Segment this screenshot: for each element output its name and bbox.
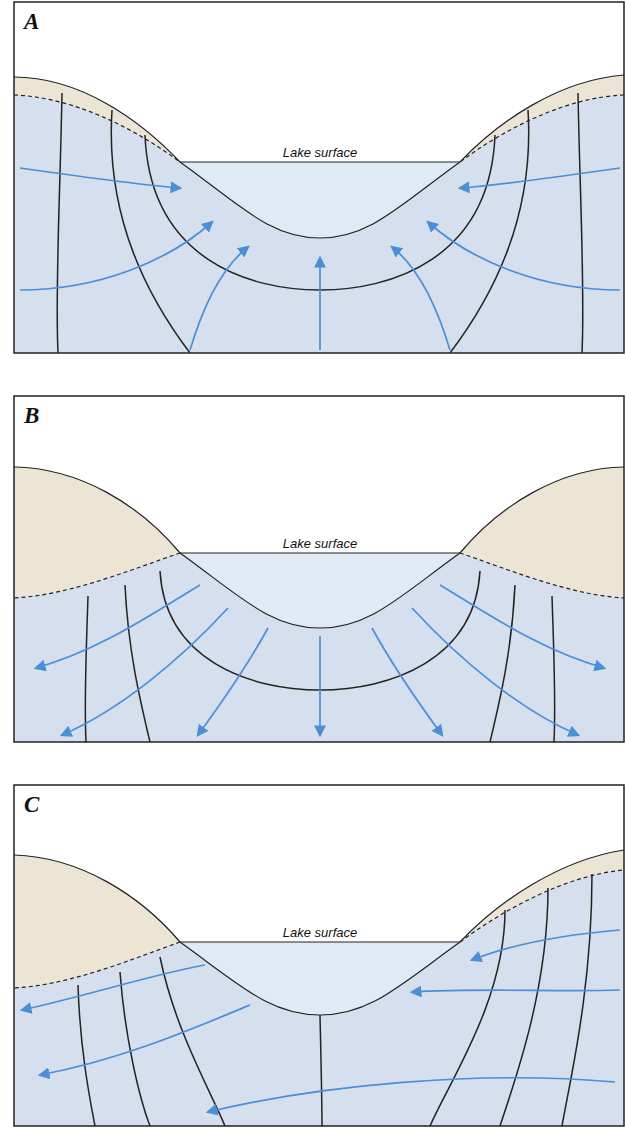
panel-b-figure bbox=[14, 396, 624, 742]
panel-letter: B bbox=[24, 404, 39, 427]
lake-surface-label: Lake surface bbox=[283, 537, 357, 550]
lake-surface-label: Lake surface bbox=[283, 926, 357, 939]
panel-a-figure bbox=[14, 2, 624, 353]
panel-letter: C bbox=[24, 793, 39, 816]
lake-surface-label: Lake surface bbox=[283, 146, 357, 159]
panel-c-figure bbox=[14, 785, 624, 1126]
panel-letter: A bbox=[24, 10, 39, 33]
